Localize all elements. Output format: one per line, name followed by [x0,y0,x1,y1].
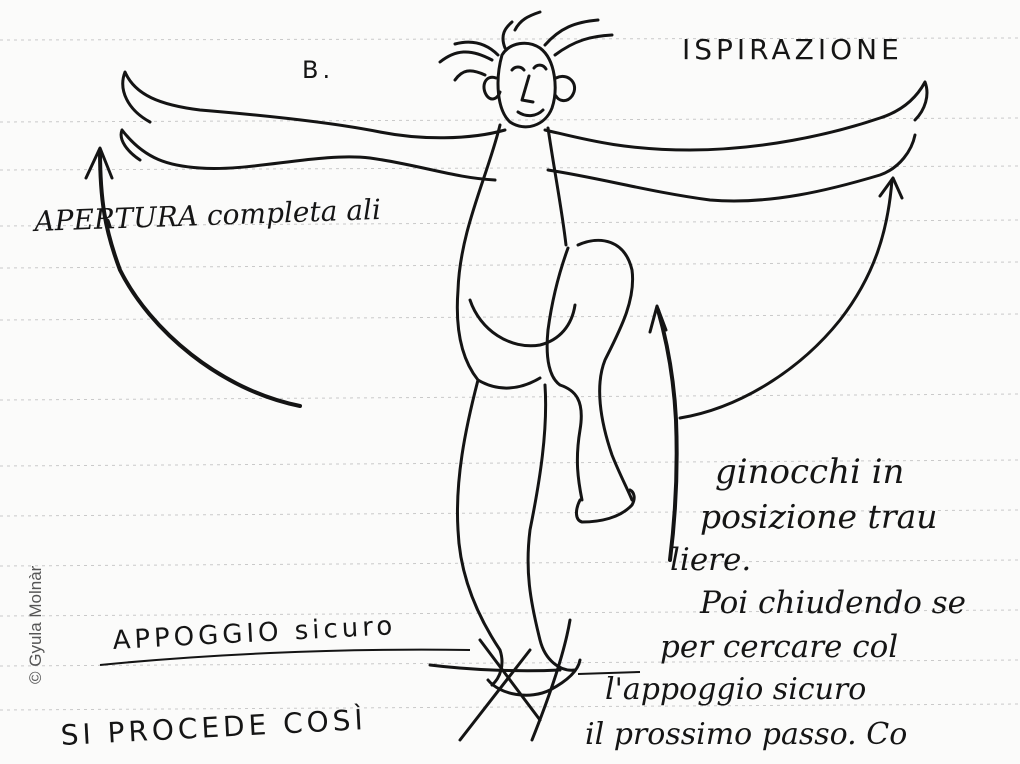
note-line-4: Poi chiudendo se [700,588,966,619]
hair-strokes [440,12,612,80]
copyright-credit: © Gyula Molnàr [26,566,46,684]
note-line-5: per cercare col [660,632,898,663]
left-arm [121,72,505,180]
note-line-6: l'appoggio sicuro [605,675,866,705]
note-line-3: liere. [670,545,751,576]
support-leg [457,380,580,695]
torso [457,125,575,388]
arrow-left [86,148,300,406]
note-line-7: il prossimo passo. Co [585,720,907,750]
note-line-2: posizione trau [700,500,938,533]
ground-scribble [430,620,570,740]
note-line-1: ginocchi in [715,455,904,489]
right-arm [545,82,927,201]
label-inspiration: ISPIRAZIONE [682,36,903,64]
raised-leg [547,240,634,522]
label-b: B. [302,58,334,82]
arrow-right [680,178,902,418]
arrow-middle [650,306,677,560]
